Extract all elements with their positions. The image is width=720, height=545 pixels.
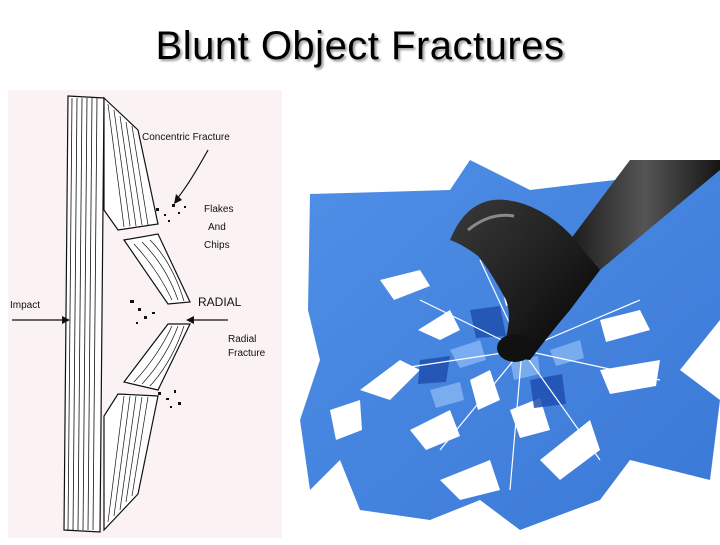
label-flakes: Flakes <box>204 204 233 215</box>
label-concentric-fracture: Concentric Fracture <box>142 132 230 143</box>
lower-glass-shard <box>104 394 158 530</box>
glass-pane <box>64 96 104 532</box>
label-radial: RADIAL <box>198 295 242 309</box>
label-radial-fracture-line1: Radial <box>228 334 256 345</box>
label-and: And <box>208 222 226 233</box>
label-chips: Chips <box>204 240 230 251</box>
label-impact: Impact <box>10 300 40 311</box>
upper-wedge <box>124 234 190 304</box>
hammer-shattering-glass-illustration <box>300 160 720 540</box>
slide-title: Blunt Object Fractures <box>0 24 720 69</box>
lower-wedge <box>124 324 190 390</box>
fracture-cross-section-diagram: Concentric Fracture Flakes And Chips Imp… <box>8 90 282 538</box>
label-radial-fracture-line2: Fracture <box>228 348 266 359</box>
upper-glass-shard <box>104 98 158 230</box>
